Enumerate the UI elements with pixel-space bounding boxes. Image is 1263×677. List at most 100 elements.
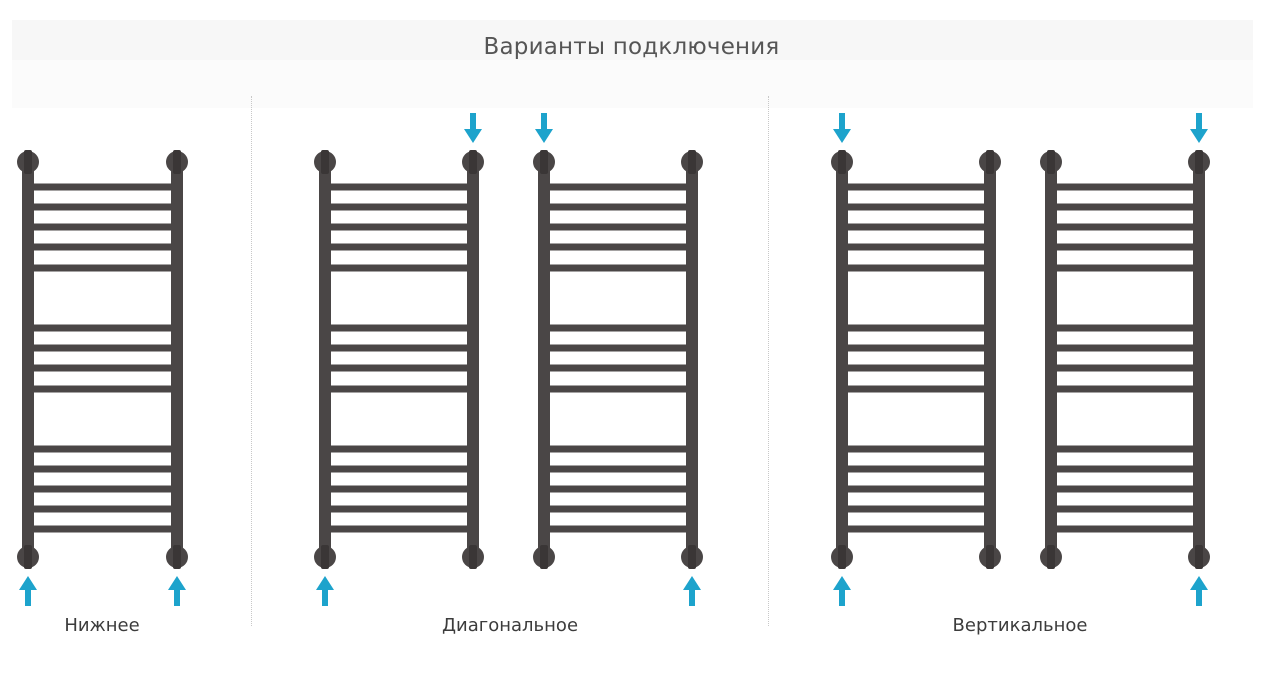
radiator-bar: [544, 243, 692, 251]
radiator-bar: [544, 183, 692, 191]
radiator-bar: [544, 324, 692, 332]
radiator-pipe: [984, 162, 996, 557]
radiator-pipe: [686, 162, 698, 557]
radiator-bar: [1051, 324, 1199, 332]
radiator-bar: [28, 465, 177, 473]
towel-radiator: [533, 150, 703, 569]
radiator-bar: [842, 505, 990, 513]
radiator-bar: [325, 264, 473, 272]
pipe-end-nut: [838, 545, 846, 569]
arrow-down-icon: [1190, 113, 1208, 143]
towel-radiator: [17, 150, 188, 569]
radiator-bar: [1051, 264, 1199, 272]
radiator-bar: [842, 264, 990, 272]
radiator-bar: [544, 203, 692, 211]
section-divider: [251, 96, 252, 626]
section-divider: [768, 96, 769, 626]
pipe-end-nut: [540, 545, 548, 569]
radiator-bar: [842, 525, 990, 533]
radiator-pipe: [538, 162, 550, 557]
radiator-bar: [842, 385, 990, 393]
radiator-bar: [28, 364, 177, 372]
radiator-bar: [544, 385, 692, 393]
radiator-pipe: [836, 162, 848, 557]
towel-radiator: [1040, 150, 1210, 569]
radiator-bar: [1051, 485, 1199, 493]
radiator-bar: [325, 385, 473, 393]
radiator-bar: [1051, 385, 1199, 393]
radiator-bar: [544, 223, 692, 231]
radiator-bar: [28, 344, 177, 352]
towel-radiator: [314, 150, 484, 569]
radiator-bar: [28, 203, 177, 211]
radiator-bar: [28, 264, 177, 272]
arrow-up-icon: [316, 576, 334, 606]
radiator-bar: [1051, 183, 1199, 191]
arrow-down-icon: [535, 113, 553, 143]
radiator-bar: [325, 223, 473, 231]
radiator-pipe: [319, 162, 331, 557]
radiator-bar: [325, 364, 473, 372]
radiator-bar: [1051, 344, 1199, 352]
radiator-bar: [325, 203, 473, 211]
radiator-bar: [1051, 525, 1199, 533]
pipe-end-nut: [24, 150, 32, 174]
radiator-bar: [325, 344, 473, 352]
pipe-end-nut: [173, 150, 181, 174]
pipe-end-nut: [321, 150, 329, 174]
radiator-bar: [544, 344, 692, 352]
radiator-bar: [1051, 445, 1199, 453]
arrow-down-icon: [833, 113, 851, 143]
radiator-bar: [842, 203, 990, 211]
radiator-bar: [544, 485, 692, 493]
radiator-bar: [1051, 203, 1199, 211]
radiator-bar: [842, 243, 990, 251]
radiator-bar: [28, 505, 177, 513]
radiator-bar: [544, 525, 692, 533]
arrow-up-icon: [168, 576, 186, 606]
radiator-bar: [28, 525, 177, 533]
arrow-up-icon: [833, 576, 851, 606]
pipe-end-nut: [688, 545, 696, 569]
radiator-bar: [842, 344, 990, 352]
radiator-bar: [325, 465, 473, 473]
radiator-bar: [842, 324, 990, 332]
pipe-end-nut: [469, 545, 477, 569]
pipe-end-nut: [321, 545, 329, 569]
page-title: Варианты подключения: [483, 34, 780, 60]
radiator-bar: [1051, 223, 1199, 231]
radiator-bar: [28, 445, 177, 453]
radiator-pipe: [1045, 162, 1057, 557]
radiator-bar: [842, 445, 990, 453]
radiator-bar: [28, 385, 177, 393]
pipe-end-nut: [986, 545, 994, 569]
pipe-end-nut: [24, 545, 32, 569]
radiator-pipe: [467, 162, 479, 557]
pipe-end-nut: [1195, 150, 1203, 174]
pipe-end-nut: [469, 150, 477, 174]
radiator-bar: [28, 183, 177, 191]
arrow-up-icon: [1190, 576, 1208, 606]
caption-diagonal-connection: Диагональное: [441, 615, 579, 636]
radiator-bar: [28, 324, 177, 332]
radiator-bar: [325, 324, 473, 332]
pipe-end-nut: [173, 545, 181, 569]
radiator-bar: [544, 445, 692, 453]
arrow-up-icon: [19, 576, 37, 606]
radiator-bar: [325, 485, 473, 493]
pipe-end-nut: [688, 150, 696, 174]
radiator-bar: [325, 445, 473, 453]
arrow-up-icon: [683, 576, 701, 606]
radiator-bar: [544, 364, 692, 372]
caption-vertical-connection: Вертикальное: [952, 615, 1088, 636]
pipe-end-nut: [1047, 545, 1055, 569]
radiator-bar: [1051, 465, 1199, 473]
radiator-bar: [842, 183, 990, 191]
pipe-end-nut: [1047, 150, 1055, 174]
pipe-end-nut: [986, 150, 994, 174]
radiator-bar: [842, 485, 990, 493]
radiator-bar: [544, 505, 692, 513]
caption-bottom-connection: Нижнее: [64, 615, 140, 636]
arrow-down-icon: [464, 113, 482, 143]
